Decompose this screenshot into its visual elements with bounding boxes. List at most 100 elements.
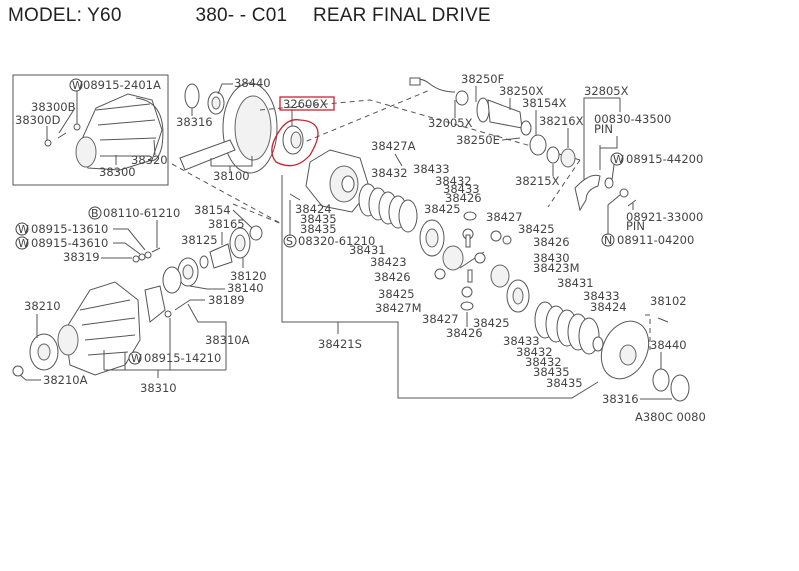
part-label-38316[interactable]: 38316 [602,392,639,406]
part-label-32805X[interactable]: 32805X [584,84,629,98]
part-label-38424[interactable]: 38424 [590,300,627,314]
part-label-38433[interactable]: 38433 [413,162,450,176]
part-label-38316[interactable]: 38316 [176,115,213,129]
bearing-icon [670,374,690,402]
part-label-38426[interactable]: 38426 [533,235,570,249]
part-label-38435[interactable]: 38435 [300,212,337,226]
bolt-icon [289,193,301,201]
mark-W-circle [610,152,624,166]
part-label-38435[interactable]: 38435 [300,222,337,236]
part-label-38432[interactable]: 38432 [371,166,408,180]
part-label-08915-14210[interactable]: 08915-14210 [144,351,221,365]
part-label-38125[interactable]: 38125 [181,233,218,247]
part-label-38120[interactable]: 38120 [230,269,267,283]
section-code: 380- - C01 [195,5,288,26]
part-label-38154X[interactable]: 38154X [522,96,567,110]
mark-W: W [18,237,29,250]
part-label-38425[interactable]: 38425 [473,316,510,330]
part-label-38310A[interactable]: 38310A [205,333,250,347]
pin-label: PIN [626,219,645,233]
part-label-38432[interactable]: 38432 [435,174,472,188]
part-label-38102[interactable]: 38102 [650,294,687,308]
part-label-38250E[interactable]: 38250E [456,133,500,147]
part-label-38250X[interactable]: 38250X [499,84,544,98]
part-label-08911-04200[interactable]: 08911-04200 [617,233,694,247]
actuator-assembly-illustration [409,77,637,212]
part-label-38300[interactable]: 38300 [99,165,136,179]
bearing-icon [184,83,200,109]
mark-W-circle [15,236,29,250]
pinion-bearing-illustration [162,227,251,294]
part-label-08110-61210[interactable]: 08110-61210 [103,206,180,220]
part-label-38210A[interactable]: 38210A [43,373,88,387]
part-label-38425[interactable]: 38425 [424,202,461,216]
part-label-38140[interactable]: 38140 [227,281,264,295]
pinion-gears-illustration [434,211,530,313]
part-label-38430[interactable]: 38430 [533,251,570,265]
stud-icon [57,132,67,139]
mark-W-circle [15,222,29,236]
mark-W-circle [128,351,142,365]
part-label-38425[interactable]: 38425 [378,287,415,301]
part-label-00830-43500[interactable]: 00830-43500 [594,112,671,126]
part-label-38435[interactable]: 38435 [546,376,583,390]
model-label: MODEL: Y60 [8,5,122,26]
part-label-38427[interactable]: 38427 [486,210,523,224]
section-title: REAR FINAL DRIVE [312,5,491,26]
part-label-32005X[interactable]: 32005X [428,116,473,130]
part-label-38165[interactable]: 38165 [208,217,245,231]
part-label-38300B[interactable]: 38300B [31,100,76,114]
part-label-38427[interactable]: 38427 [422,312,459,326]
part-label-08915-44200[interactable]: 08915-44200 [626,152,703,166]
part-label-38432[interactable]: 38432 [516,345,553,359]
part-label-38215X[interactable]: 38215X [515,174,560,188]
part-label-38250F[interactable]: 38250F [461,72,504,86]
part-label-38319[interactable]: 38319 [63,250,100,264]
pin-label: PIN [594,122,613,136]
washer-icon [73,123,81,131]
fasteners-illustration [132,247,161,263]
mark-W: W [18,223,29,236]
washer-mark-W [69,78,83,92]
part-label-38432[interactable]: 38432 [525,355,562,369]
part-label-38189[interactable]: 38189 [208,293,245,307]
differential-housing-illustration [12,281,141,377]
part-label-38426[interactable]: 38426 [445,191,482,205]
part-label-38440[interactable]: 38440 [650,338,687,352]
mark-W: W [72,79,83,92]
part-label-38426[interactable]: 38426 [374,270,411,284]
part-label-08915-2401A[interactable]: 08915-2401A [83,78,161,92]
part-label-38427M[interactable]: 38427M [375,301,422,315]
part-label-38423[interactable]: 38423 [370,255,407,269]
part-label-38427A[interactable]: 38427A [371,139,416,153]
part-label-38100[interactable]: 38100 [213,169,250,183]
part-label-38433[interactable]: 38433 [583,289,620,303]
part-label-38424[interactable]: 38424 [295,202,332,216]
part-label-38431[interactable]: 38431 [349,243,386,257]
part-label-38431[interactable]: 38431 [557,276,594,290]
part-label-32606X[interactable]: 32606X [283,97,328,111]
part-label-38421S[interactable]: 38421S [318,337,362,351]
part-label-08915-13610[interactable]: 08915-13610 [31,222,108,236]
part-label-38423M[interactable]: 38423M [533,261,580,275]
part-label-38300D[interactable]: 38300D [15,113,61,127]
part-label-38440[interactable]: 38440 [234,76,271,90]
part-label-38210[interactable]: 38210 [24,299,61,313]
part-label-38320[interactable]: 38320 [131,153,168,167]
part-label-38433[interactable]: 38433 [503,334,540,348]
part-label-38425[interactable]: 38425 [518,222,555,236]
mark-N: N [604,234,612,247]
part-label-08921-33000[interactable]: 08921-33000 [626,210,703,224]
part-label-38435[interactable]: 38435 [533,365,570,379]
part-label-08915-43610[interactable]: 08915-43610 [31,236,108,250]
part-label-38433[interactable]: 38433 [443,182,480,196]
part-label-08320-61210[interactable]: 08320-61210 [298,234,375,248]
part-label-38154[interactable]: 38154 [194,203,231,217]
part-label-38216X[interactable]: 38216X [539,114,584,128]
part-label-38310[interactable]: 38310 [140,381,177,395]
mark-W: W [613,153,624,166]
clutch-plate-stack-2 [534,301,604,355]
page-header: MODEL: Y60 380- - C01 REAR FINAL DRIVE [8,5,491,27]
part-label-38426[interactable]: 38426 [446,326,483,340]
